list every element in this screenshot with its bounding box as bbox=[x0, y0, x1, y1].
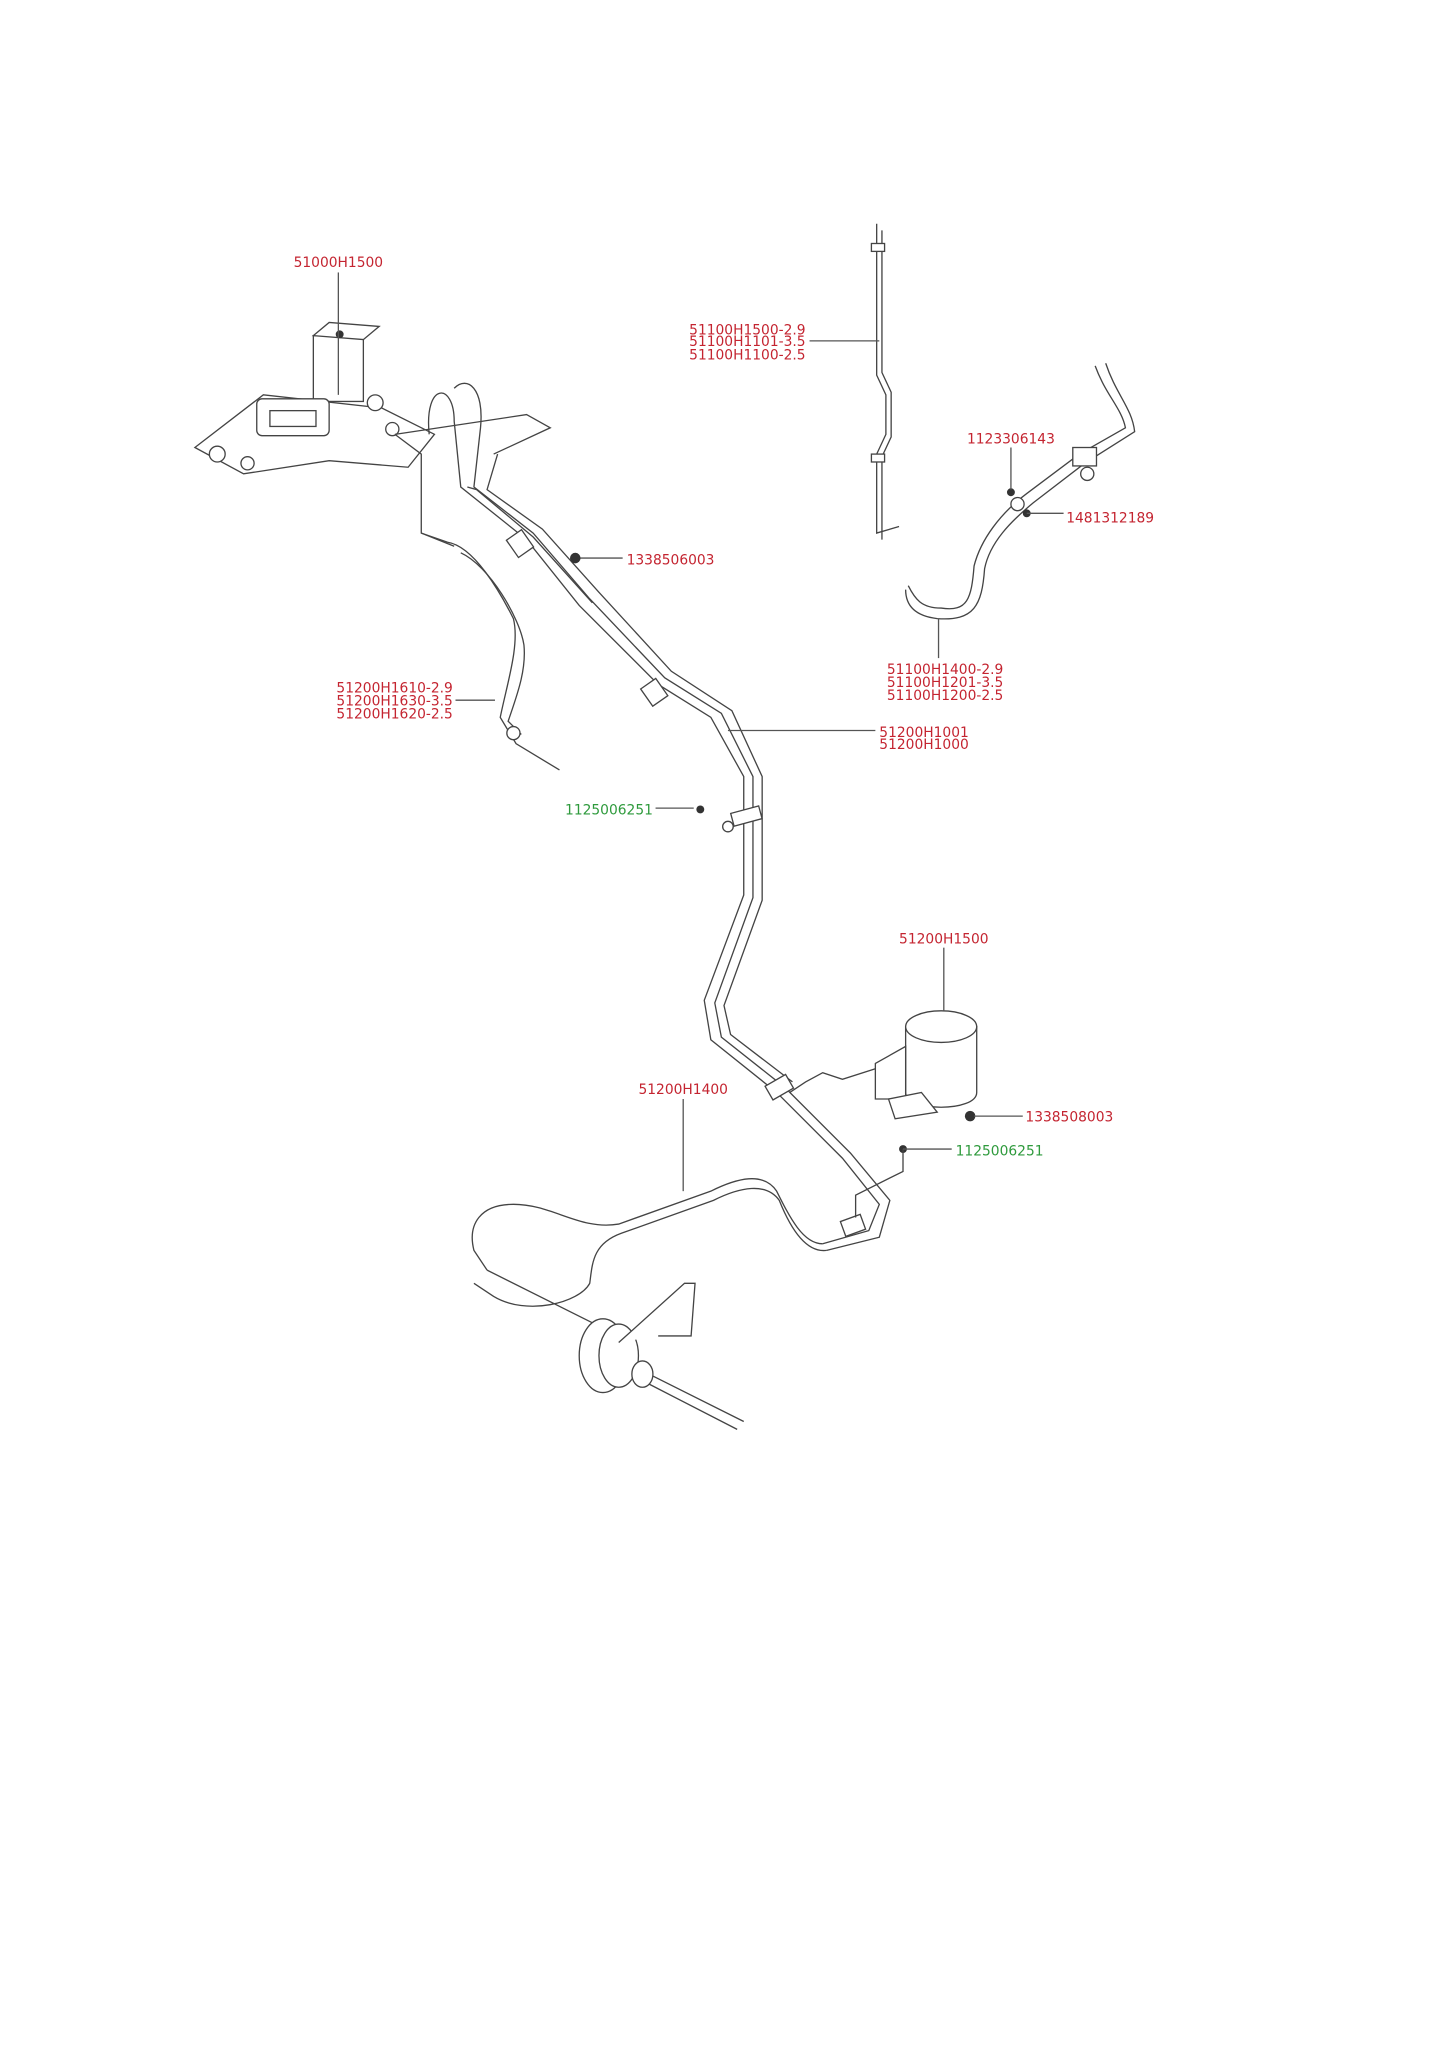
front-bracket-line bbox=[870, 223, 900, 540]
label-front-hose-1: 51100H1400-2.9 bbox=[887, 662, 1003, 678]
label-front-bracket-line-2: 51100H1101-3.5 bbox=[689, 334, 805, 350]
left-hose bbox=[421, 532, 560, 771]
label-main-lines-2: 51200H1000 bbox=[879, 737, 968, 753]
label-front-hose-3: 51100H1200-2.5 bbox=[887, 688, 1003, 704]
label-main-valve: 51000H1500 bbox=[294, 255, 383, 271]
label-front-bracket-line-1: 51100H1500-2.9 bbox=[689, 322, 805, 338]
label-screw-mid: 1125006251 bbox=[565, 803, 653, 819]
reservoir bbox=[789, 1010, 978, 1122]
label-front-hose-2: 51100H1201-3.5 bbox=[887, 675, 1003, 691]
label-screw-lower: 1125006251 bbox=[956, 1144, 1044, 1160]
label-bolt-top: 1123306143 bbox=[967, 432, 1055, 448]
label-left-hose-2: 51200H1630-3.5 bbox=[336, 693, 452, 709]
main-valve-assembly bbox=[193, 321, 552, 547]
label-nut-upper: 1338506003 bbox=[627, 553, 715, 569]
label-front-bracket-line-3: 51100H1100-2.5 bbox=[689, 347, 805, 363]
label-left-hose-1: 51200H1610-2.9 bbox=[336, 680, 452, 696]
label-left-hose-3: 51200H1620-2.5 bbox=[336, 707, 452, 723]
label-clip-top: 1481312189 bbox=[1066, 511, 1154, 527]
main-brake-lines bbox=[427, 382, 891, 1252]
rear-line-and-actuator bbox=[471, 1145, 907, 1430]
label-nut-lower: 1338508003 bbox=[1025, 1109, 1113, 1125]
label-main-lines-1: 51200H1001 bbox=[879, 725, 968, 741]
label-rear-line: 51200H1400 bbox=[638, 1082, 727, 1098]
front-hose bbox=[904, 363, 1136, 620]
leader-lines bbox=[337, 272, 1064, 1192]
label-reservoir: 51200H1500 bbox=[899, 932, 988, 948]
